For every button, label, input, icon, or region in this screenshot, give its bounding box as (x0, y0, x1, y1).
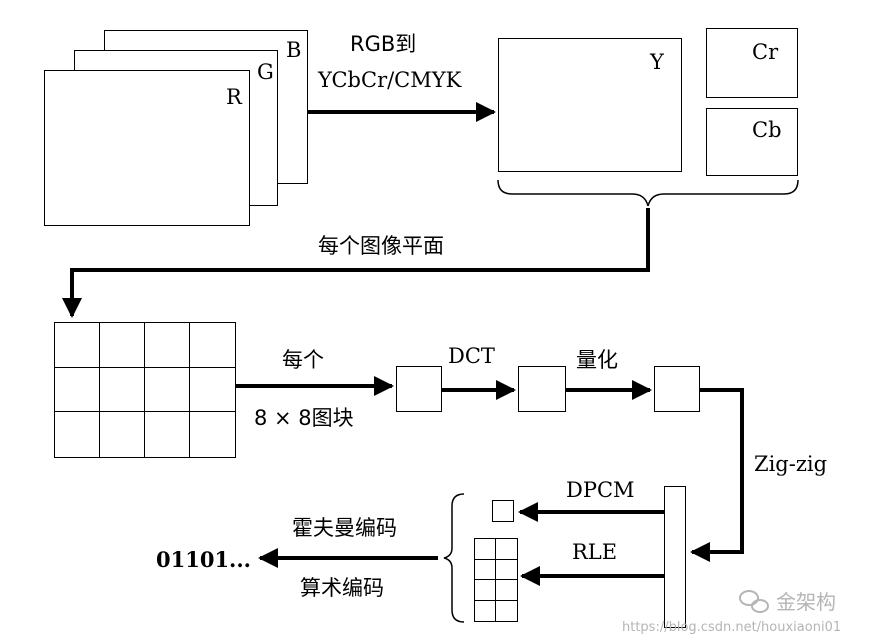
grid-cell (145, 323, 190, 368)
arrow-plane-to-grid (62, 208, 650, 318)
output-bits-label: 01101... (156, 547, 251, 572)
cr-plane (706, 28, 798, 98)
grid-cell (475, 539, 496, 560)
watermark-brand: 金架构 (776, 590, 836, 614)
cr-plane-label: Cr (752, 40, 779, 64)
block-size-label: 8 × 8图块 (254, 406, 354, 430)
grid-cell (496, 560, 517, 580)
grid-cell (100, 367, 145, 413)
grid-cell (55, 323, 100, 368)
grid-cell (190, 323, 235, 368)
each-block-label: 每个 (282, 348, 324, 372)
arithmetic-label: 算术编码 (300, 576, 384, 600)
quantize-label: 量化 (576, 348, 618, 372)
grid-cell (190, 368, 235, 413)
huffman-label: 霍夫曼编码 (292, 516, 397, 540)
rle-label: RLE (572, 540, 618, 564)
grid-cell (496, 580, 517, 601)
watermark-url: https://blog.csdn.net/houxiaoni01 (622, 620, 842, 635)
grid-cell (145, 367, 190, 413)
convert-label-line2: YCbCr/CMYK (318, 68, 462, 92)
block-grid (54, 322, 236, 458)
y-plane (498, 38, 682, 172)
grid-cell (55, 412, 100, 457)
y-plane-label: Y (650, 50, 664, 74)
grid-cell (100, 412, 145, 457)
grid-cell (496, 539, 517, 560)
cb-plane (706, 108, 798, 176)
ac-coefficient-grid (474, 538, 518, 622)
grid-cell (475, 580, 496, 601)
dc-coefficient-box (492, 500, 514, 522)
plane-label-b: B (286, 38, 302, 62)
block-input (396, 366, 442, 412)
grid-cell (475, 600, 496, 621)
cb-plane-label: Cb (752, 118, 782, 142)
brace-entropy (443, 493, 465, 623)
zigzag-label: Zig-zig (754, 452, 828, 476)
convert-label-line1: RGB到 (350, 32, 417, 56)
grid-cell (100, 323, 145, 368)
each-plane-label: 每个图像平面 (318, 234, 444, 258)
grid-cell (475, 559, 496, 580)
rgb-plane-r (44, 70, 250, 226)
plane-label-g: G (257, 60, 274, 84)
arrow-zigzag (690, 388, 744, 562)
brace-ycc (497, 179, 799, 207)
dct-label: DCT (448, 344, 495, 368)
zigzag-sequence-bar (664, 486, 686, 628)
dpcm-label: DPCM (566, 478, 635, 502)
plane-label-r: R (226, 85, 242, 109)
block-quantized (654, 366, 700, 412)
block-dct (518, 366, 566, 412)
grid-cell (145, 412, 190, 457)
grid-cell (55, 367, 100, 413)
